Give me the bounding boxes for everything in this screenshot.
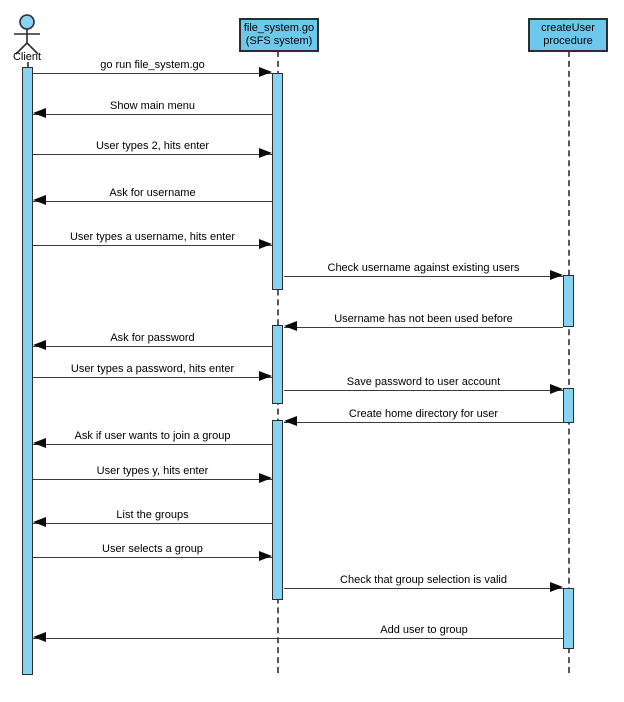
message-arrow-15: Check that group selection is valid [284,574,563,592]
message-label: User types a password, hits enter [70,363,235,375]
message-arrow-5: Check username against existing users [284,262,563,280]
participant-create-user-subtitle: procedure [543,35,593,47]
message-label: Create home directory for user [348,408,499,420]
activation-bar-create-user-1 [563,275,574,327]
message-label: User types 2, hits enter [95,140,210,152]
message-label: Check that group selection is valid [340,574,507,586]
message-arrow-3: Ask for username [33,187,272,205]
activation-bar-client [22,67,33,675]
activation-bar-file-system-2 [272,325,283,404]
message-label: Ask for password [110,332,195,344]
participant-create-user: createUser procedure [528,18,608,52]
message-arrow-2: User types 2, hits enter [33,140,272,158]
message-label: Ask for username [109,187,196,199]
participant-file-system: file_system.go (SFS system) [239,18,319,52]
message-arrow-10: Create home directory for user [284,408,563,426]
message-arrow-14: User selects a group [33,543,272,561]
activation-bar-file-system-1 [272,73,283,290]
message-arrow-7: Ask for password [33,332,272,350]
message-arrow-1: Show main menu [33,100,272,118]
message-arrow-4: User types a username, hits enter [33,231,272,249]
message-label: Show main menu [110,100,195,112]
message-label: Check username against existing users [327,262,520,274]
activation-bar-create-user-2 [563,388,574,423]
message-label: List the groups [116,509,189,521]
message-arrow-11: Ask if user wants to join a group [33,430,272,448]
message-arrow-6: Username has not been used before [284,313,563,331]
message-arrow-12: User types y, hits enter [33,465,272,483]
message-label: Ask if user wants to join a group [74,430,231,442]
message-label: User selects a group [102,543,203,555]
activation-bar-file-system-3 [272,420,283,600]
message-label: User types a username, hits enter [69,231,236,243]
message-arrow-0: go run file_system.go [33,59,272,77]
participant-create-user-name: createUser [541,22,595,34]
message-label: Add user to group [380,624,468,636]
participant-file-system-name: file_system.go [243,22,315,34]
message-label: Username has not been used before [334,313,513,325]
message-label: go run file_system.go [100,59,205,71]
lifeline-create-user [568,51,570,673]
participant-file-system-subtitle: (SFS system) [245,35,313,47]
activation-bar-create-user-3 [563,588,574,649]
message-arrow-16: Add user to group [33,624,563,642]
participant-client-label: Client [12,51,42,63]
message-label: User types y, hits enter [96,465,209,477]
message-label: Save password to user account [346,376,501,388]
message-arrow-8: User types a password, hits enter [33,363,272,381]
message-arrow-13: List the groups [33,509,272,527]
client-actor-icon [14,14,40,55]
message-arrow-9: Save password to user account [284,376,563,394]
